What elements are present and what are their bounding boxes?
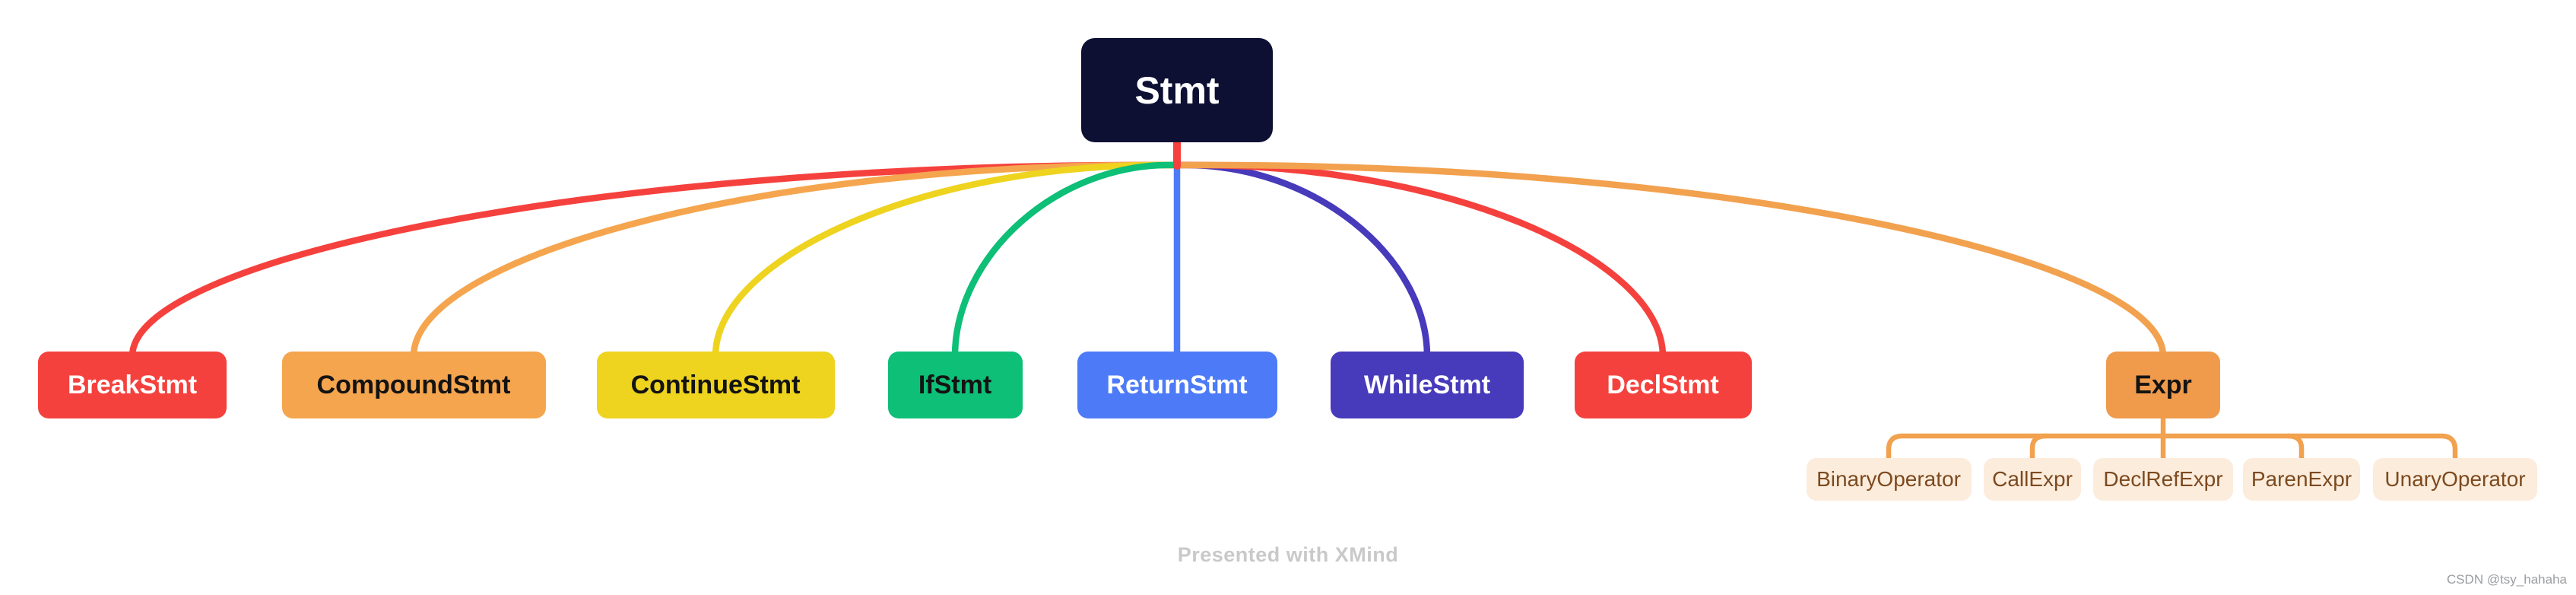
connector-decl-stmt bbox=[1173, 161, 1667, 360]
connector-continue-stmt bbox=[712, 161, 1181, 360]
topic-decl-stmt[interactable]: DeclStmt bbox=[1574, 352, 1752, 418]
xmind-watermark: Presented with XMind bbox=[1177, 543, 1399, 566]
topic-expr[interactable]: Expr bbox=[2106, 352, 2220, 418]
topic-unary-operator[interactable]: UnaryOperator bbox=[2373, 458, 2537, 501]
connector-expr bbox=[1173, 161, 2167, 360]
topic-stmt[interactable]: Stmt bbox=[1081, 38, 1273, 142]
topic-return-stmt[interactable]: ReturnStmt bbox=[1077, 352, 1277, 418]
connector-while-stmt bbox=[1173, 161, 1431, 360]
topic-continue-stmt[interactable]: ContinueStmt bbox=[596, 352, 835, 418]
topic-break-stmt[interactable]: BreakStmt bbox=[38, 352, 227, 418]
csdn-credit: CSDN @tsy_hahaha bbox=[2446, 572, 2567, 587]
connector-break-stmt bbox=[128, 161, 1181, 360]
topic-binary-operator[interactable]: BinaryOperator bbox=[1806, 458, 1972, 501]
connector-compound-stmt bbox=[410, 161, 1181, 360]
topic-if-stmt[interactable]: IfStmt bbox=[887, 352, 1023, 418]
topic-call-expr[interactable]: CallExpr bbox=[1984, 458, 2081, 501]
topic-while-stmt[interactable]: WhileStmt bbox=[1331, 352, 1524, 418]
topic-compound-stmt[interactable]: CompoundStmt bbox=[281, 352, 546, 418]
topic-decl-ref-expr[interactable]: DeclRefExpr bbox=[2093, 458, 2233, 501]
topic-paren-expr[interactable]: ParenExpr bbox=[2243, 458, 2360, 501]
connector-if-stmt bbox=[951, 161, 1181, 360]
